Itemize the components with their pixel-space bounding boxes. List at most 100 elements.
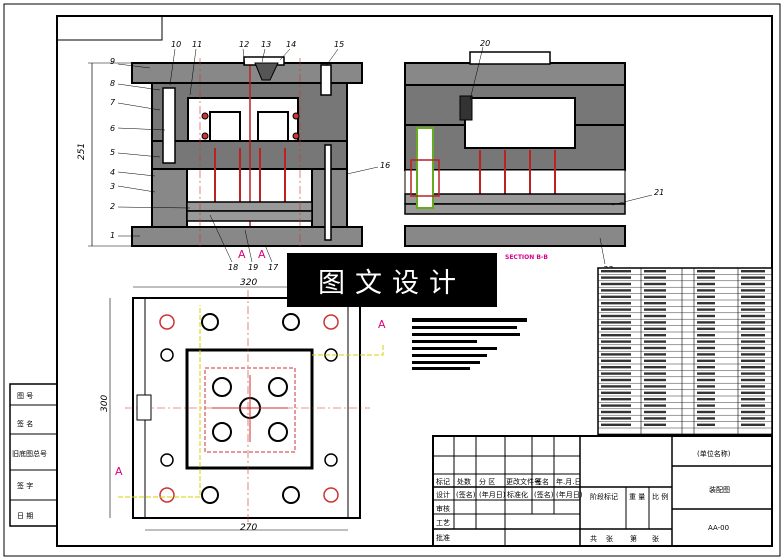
bom-cell	[644, 327, 666, 330]
bom-cell	[601, 378, 631, 382]
part-label: 14	[286, 40, 296, 49]
height-dimension-label: 251	[77, 143, 87, 160]
bom-cell	[697, 302, 715, 305]
bom-cell	[601, 359, 631, 362]
bom-cell	[741, 385, 765, 388]
bom-cell	[644, 404, 666, 407]
bom-cell	[741, 346, 765, 350]
tb-stage: 阶段标记	[590, 492, 618, 501]
bom-cell	[741, 391, 765, 394]
part-label: 16	[380, 161, 390, 170]
bom-cell	[697, 334, 715, 337]
tb-design: (年月日)	[479, 490, 506, 499]
bom-cell	[601, 391, 631, 394]
part-label: 9	[110, 57, 115, 66]
bom-cell	[741, 378, 765, 382]
section-mark-a: A	[258, 248, 266, 261]
part-label: 10	[171, 40, 181, 49]
bom-cell	[644, 359, 666, 362]
part-label: 17	[268, 263, 279, 272]
technical-notes	[412, 318, 527, 370]
bom-cell	[644, 308, 666, 311]
bom-cell	[644, 378, 666, 382]
bom-cell	[741, 308, 765, 311]
bom-cell	[644, 385, 666, 388]
tb-header: 更改文件号	[506, 477, 541, 486]
bom-cell	[697, 398, 715, 401]
part-label: 15	[334, 40, 344, 49]
part-label: 20	[480, 39, 490, 48]
tb-header: 签名	[535, 477, 549, 486]
bom-cell	[644, 295, 666, 298]
bom-cell	[644, 372, 666, 375]
bom-cell	[741, 276, 765, 279]
tb-design: (签名)	[534, 490, 554, 499]
bom-cell	[697, 270, 715, 273]
top-callouts: 10 11 12 13 14 15	[169, 40, 344, 96]
bom-cell	[644, 282, 666, 286]
watermark-text: 图文设计	[318, 267, 466, 299]
bom-cell	[644, 398, 666, 401]
bom-cell	[601, 372, 631, 375]
bom-cell	[697, 372, 715, 375]
part-label: 18	[228, 263, 238, 272]
part-label: 5	[110, 148, 115, 157]
bom-cell	[601, 289, 631, 292]
bom-cell	[697, 308, 715, 311]
bom-cell	[601, 410, 631, 414]
bom-cell	[741, 366, 765, 369]
bom-cell	[601, 385, 631, 388]
bom-cell	[601, 314, 631, 318]
bom-cell	[601, 282, 631, 286]
bom-cell	[697, 378, 715, 382]
bom-cell	[697, 404, 715, 407]
drawing-number: AA-00	[708, 524, 729, 532]
tb-sheet: 共	[590, 534, 597, 543]
parts-list-table	[597, 267, 773, 436]
bom-cell	[697, 385, 715, 388]
bom-cell	[644, 302, 666, 305]
side-strip-label: 签 字	[17, 481, 33, 490]
bom-cell	[601, 398, 631, 401]
section-b-label: SECTION B-B	[505, 254, 548, 261]
bom-cell	[741, 314, 765, 318]
side-strip-label: 签 名	[17, 419, 33, 428]
part-label: 12	[239, 40, 249, 49]
bom-cell	[644, 340, 666, 343]
bom-cell	[741, 270, 765, 273]
bom-cell	[644, 410, 666, 414]
tb-row: 工艺	[436, 519, 450, 527]
left-callouts: 9 8 7 6 5 4 3 2 1	[110, 57, 191, 240]
bom-cell	[601, 340, 631, 343]
bom-cell	[601, 321, 631, 324]
bom-cell	[741, 340, 765, 343]
bom-cell	[601, 404, 631, 407]
bom-cell	[741, 372, 765, 375]
width-top-label: 320	[240, 278, 257, 288]
section-b-view	[404, 51, 626, 247]
part-label: 13	[261, 40, 271, 49]
bom-cell	[697, 359, 715, 362]
bom-cell	[644, 289, 666, 292]
bom-cell	[644, 366, 666, 369]
bom-cell	[644, 417, 666, 420]
side-strip-label: 旧底图总号	[12, 449, 47, 458]
bom-cell	[741, 295, 765, 298]
tb-row: 审核	[436, 504, 450, 513]
bom-cell	[644, 346, 666, 350]
part-label: 4	[110, 168, 115, 177]
bom-cell	[697, 340, 715, 343]
front-section-view	[131, 56, 363, 247]
tb-design: 设计	[436, 490, 450, 499]
part-label: 3	[110, 182, 115, 191]
bom-cell	[601, 423, 631, 426]
bom-cell	[644, 276, 666, 279]
bom-cell	[697, 327, 715, 330]
side-strip-label: 图 号	[17, 392, 33, 400]
bom-cell	[601, 302, 631, 305]
part-label: 6	[110, 124, 115, 133]
bom-cell	[741, 423, 765, 426]
part-label: 21	[654, 188, 664, 197]
bom-cell	[697, 366, 715, 369]
